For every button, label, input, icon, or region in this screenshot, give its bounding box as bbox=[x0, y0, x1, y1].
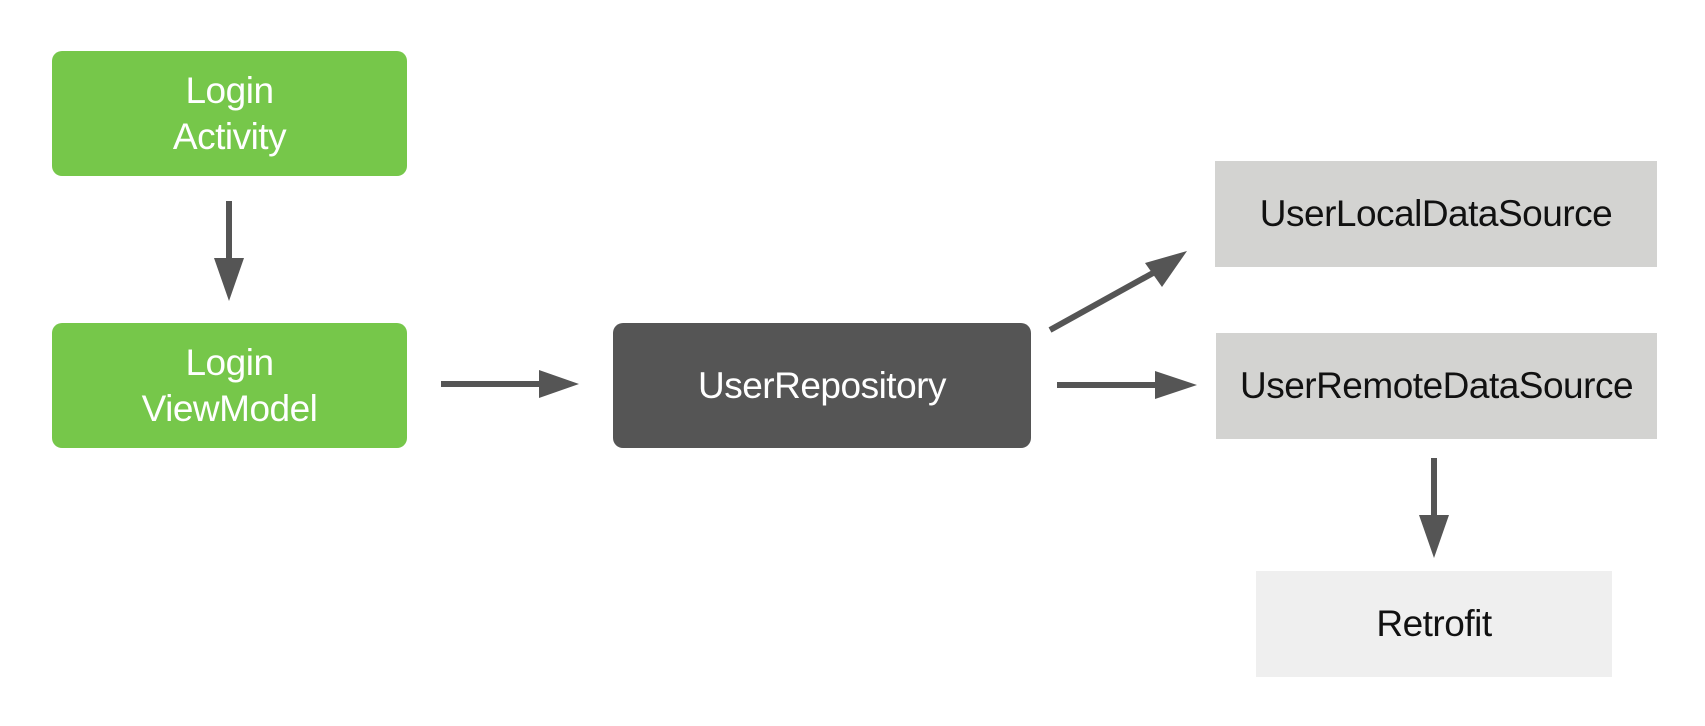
retrofit-node: Retrofit bbox=[1256, 571, 1612, 677]
user-local-data-source-label: UserLocalDataSource bbox=[1259, 193, 1613, 234]
arrow-activity-to-viewmodel bbox=[214, 201, 244, 301]
user-remote-data-source-node: UserRemoteDataSource bbox=[1216, 333, 1657, 439]
login-viewmodel-line-1: Login bbox=[185, 341, 274, 383]
login-viewmodel-node: Login ViewModel bbox=[52, 323, 407, 448]
arrow-viewmodel-to-repository bbox=[441, 370, 579, 398]
arrow-remote-to-retrofit bbox=[1419, 458, 1449, 558]
user-repository-node: UserRepository bbox=[613, 323, 1031, 448]
login-viewmodel-line-2: ViewModel bbox=[141, 387, 318, 429]
login-activity-line-1: Login bbox=[185, 69, 274, 111]
retrofit-label: Retrofit bbox=[1376, 603, 1492, 644]
user-remote-data-source-label: UserRemoteDataSource bbox=[1239, 365, 1634, 406]
login-activity-node: Login Activity bbox=[52, 51, 407, 176]
user-local-data-source-node: UserLocalDataSource bbox=[1215, 161, 1657, 267]
user-repository-label: UserRepository bbox=[698, 364, 946, 406]
arrow-repository-to-local bbox=[1048, 251, 1187, 333]
login-activity-line-2: Activity bbox=[172, 115, 287, 157]
arrow-repository-to-remote bbox=[1057, 371, 1197, 399]
